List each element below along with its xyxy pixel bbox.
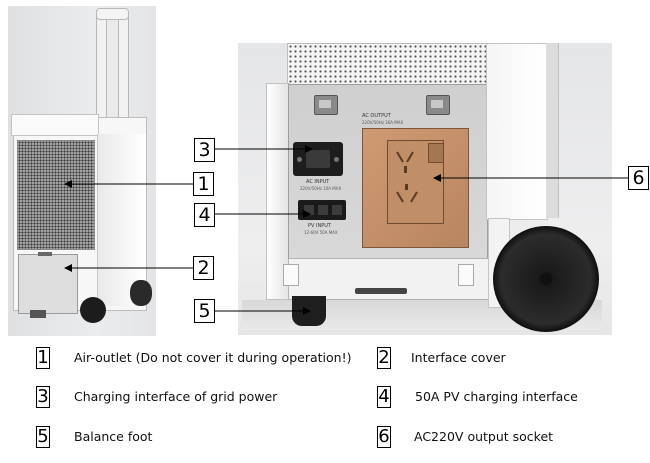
legend-number-5: 5 <box>36 426 50 448</box>
ac-output-spec: 220V/50Hz 16A MAX <box>362 120 404 125</box>
legend-text-3: Charging interface of grid power <box>74 389 278 404</box>
unit-side-panel <box>97 134 146 306</box>
ac-input-spec: 220V/50Hz 10A MAX <box>300 186 342 191</box>
callout-5: 5 <box>194 299 215 323</box>
legend-text-1: Air-outlet (Do not cover it during opera… <box>74 350 352 365</box>
ac-input-port-inner <box>306 150 330 168</box>
front-foot <box>30 310 46 318</box>
callout-1: 1 <box>193 172 214 196</box>
legend-number-6: 6 <box>377 426 391 448</box>
hinge-left-inner <box>319 100 331 108</box>
wheel-rear <box>130 280 152 306</box>
legend-text-4: 50A PV charging interface <box>415 389 578 404</box>
callout-3: 3 <box>194 138 215 162</box>
socket-holes <box>396 151 418 203</box>
pv-input-pin <box>332 205 342 215</box>
socket-hole <box>396 191 404 203</box>
callout-4: 4 <box>194 203 215 227</box>
ac-input-label: AC INPUT <box>306 179 330 185</box>
large-wheel <box>493 226 599 332</box>
wheel-front <box>80 297 106 323</box>
air-outlet-grill <box>17 140 95 250</box>
legend-number-2: 2 <box>377 347 391 369</box>
callout-6: 6 <box>628 166 649 190</box>
ac-output-label: AC OUTPUT <box>362 113 391 119</box>
pv-input-spec: 12-60V 50A MAX <box>304 230 338 235</box>
telescopic-handle-grip <box>96 8 129 20</box>
interface-cover-tab <box>38 252 52 256</box>
socket-hole <box>405 184 408 190</box>
socket-hole <box>410 191 418 203</box>
socket-hole <box>406 151 414 163</box>
socket-hole <box>404 166 407 173</box>
legend-text-6: AC220V output socket <box>414 429 554 444</box>
legend-number-1: 1 <box>36 347 50 369</box>
ac-input-screw-left <box>297 157 302 162</box>
legend-text-5: Balance foot <box>74 429 153 444</box>
unit-top-lid <box>11 114 99 136</box>
base-slot <box>355 288 407 294</box>
hinge-right-inner <box>431 100 443 108</box>
right-side-edge <box>546 43 559 218</box>
callout-2: 2 <box>193 256 214 280</box>
legend-number-4: 4 <box>377 386 391 408</box>
socket-hole <box>396 151 404 163</box>
pv-input-label: PV INPUT <box>308 223 331 229</box>
legend-text-2: Interface cover <box>411 350 506 365</box>
pv-input-pin <box>318 205 328 215</box>
ac-input-screw-right <box>334 157 339 162</box>
right-side-panel <box>486 43 548 220</box>
cover-clip-right <box>458 264 474 286</box>
cover-clip-left <box>283 264 299 286</box>
socket-switch <box>428 143 444 163</box>
legend-number-3: 3 <box>36 386 50 408</box>
